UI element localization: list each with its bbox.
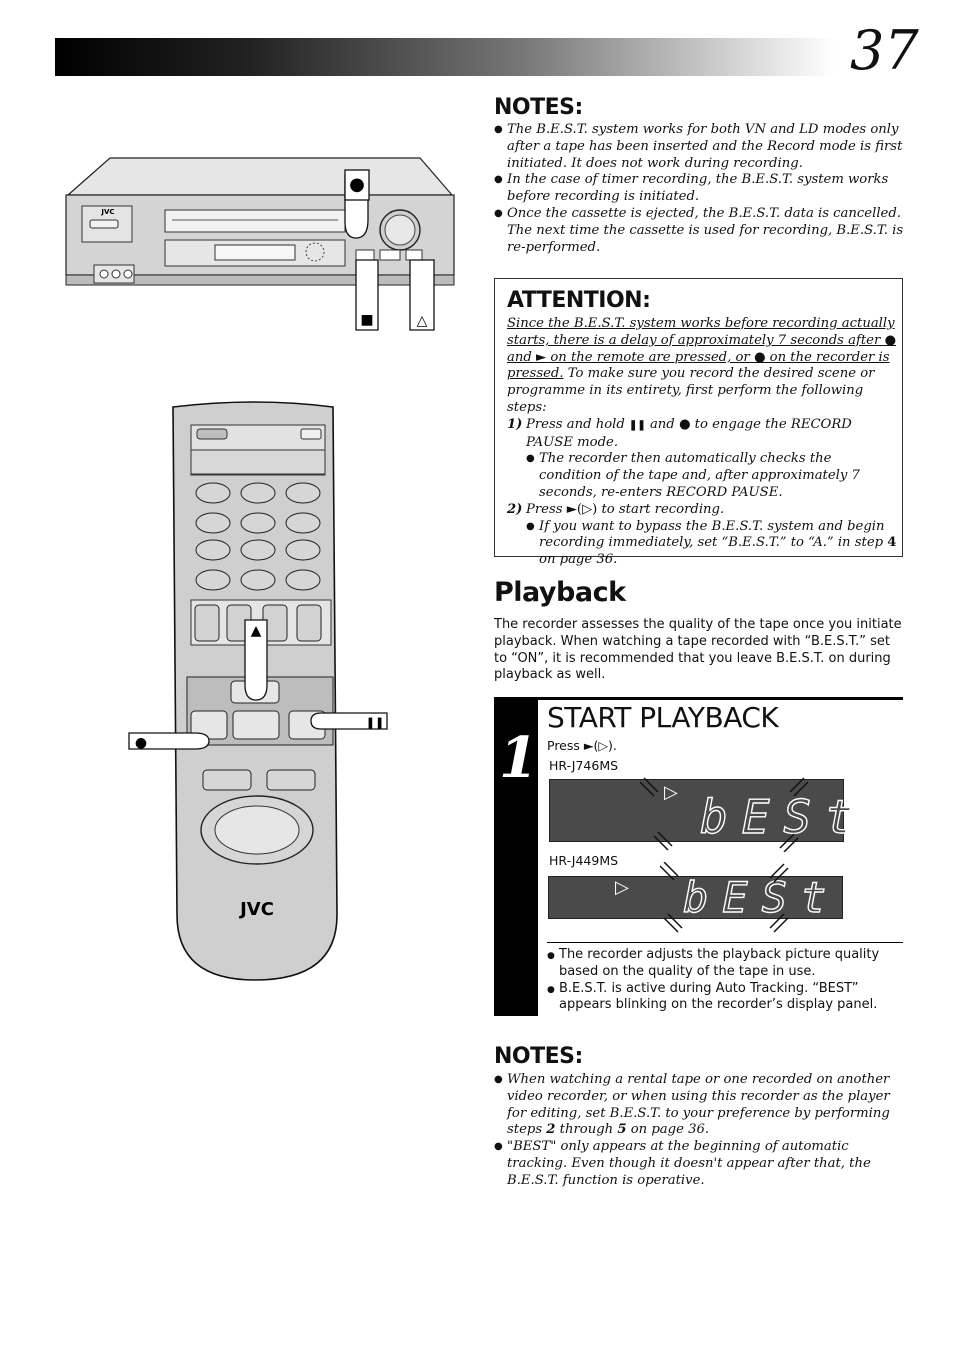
- notes-bottom-title: NOTES:: [494, 1044, 583, 1069]
- notes-top-item: The B.E.S.T. system works for both VN an…: [494, 122, 904, 172]
- notes-top-list: The B.E.S.T. system works for both VN an…: [494, 122, 904, 256]
- attention-step-1-note: The recorder then automatically checks t…: [507, 451, 897, 501]
- step-title: START PLAYBACK: [547, 701, 779, 734]
- vcr-illustration: JVC ● ■ △: [65, 157, 455, 331]
- model-label-2: HR-J449MS: [549, 853, 619, 868]
- attention-box: ATTENTION: Since the B.E.S.T. system wor…: [494, 278, 903, 567]
- step-bullet: B.E.S.T. is active during Auto Tracking.…: [547, 981, 903, 1015]
- attention-step-2: 2)Press ►(▷) to start recording.: [507, 501, 725, 517]
- hand-record-symbol: ●: [349, 174, 365, 195]
- display-2-blink-marks: [660, 862, 789, 933]
- remote-brand-label: JVC: [238, 899, 274, 920]
- hand-record-remote-symbol: ●: [135, 735, 147, 751]
- step-number-block: [494, 697, 538, 1016]
- attention-intro: Since the B.E.S.T. system works before r…: [507, 316, 897, 415]
- display-panel-2: ▷ bESt: [548, 876, 843, 919]
- attention-body: Since the B.E.S.T. system works before r…: [507, 316, 897, 569]
- display-1-blink-marks: [640, 777, 809, 852]
- hand-pause-symbol: ❚❚: [366, 716, 384, 729]
- page-number: 37: [850, 19, 919, 82]
- notes-top-item: In the case of timer recording, the B.E.…: [494, 172, 904, 206]
- hand-stop-symbol: ■: [360, 312, 373, 328]
- notes-bottom-list: When watching a rental tape or one recor…: [494, 1072, 904, 1190]
- display-1-best-text: bESt: [699, 790, 867, 844]
- header-gradient-bar: [55, 38, 835, 76]
- notes-top-item: Once the cassette is ejected, the B.E.S.…: [494, 206, 904, 256]
- step-press-instruction: Press ►(▷).: [547, 738, 617, 753]
- display-panel-1: ▷ bESt: [549, 779, 853, 842]
- hand-eject-symbol: △: [417, 313, 428, 329]
- step-bullet: The recorder adjusts the playback pictur…: [547, 947, 903, 981]
- vcr-brand-label: JVC: [100, 208, 114, 216]
- remote-control-illustration: JVC ▲ ● ❚❚: [128, 401, 388, 981]
- hand-play-symbol: ▲: [251, 623, 262, 639]
- display-2-best-text: bESt: [682, 873, 841, 922]
- step-bullets: The recorder adjusts the playback pictur…: [547, 947, 903, 1014]
- attention-step-1: 1)Press and hold ❚❚ and ● to engage the …: [507, 416, 852, 450]
- playback-intro: The recorder assesses the quality of the…: [494, 617, 902, 683]
- model-label-1: HR-J746MS: [549, 758, 619, 773]
- display-1-play-indicator: ▷: [664, 782, 678, 803]
- notes-top-title: NOTES:: [494, 95, 583, 120]
- step-number: 1: [499, 725, 538, 791]
- display-2-play-indicator: ▷: [615, 877, 629, 898]
- attention-step-2-note: If you want to bypass the B.E.S.T. syste…: [507, 519, 897, 569]
- playback-title: Playback: [494, 577, 626, 608]
- step-bullets-rule: [547, 942, 903, 943]
- step-title-rule: [538, 697, 903, 700]
- notes-bottom-item: "BEST" only appears at the beginning of …: [494, 1139, 904, 1189]
- notes-bottom-item: When watching a rental tape or one recor…: [494, 1072, 904, 1139]
- attention-title: ATTENTION:: [507, 288, 651, 313]
